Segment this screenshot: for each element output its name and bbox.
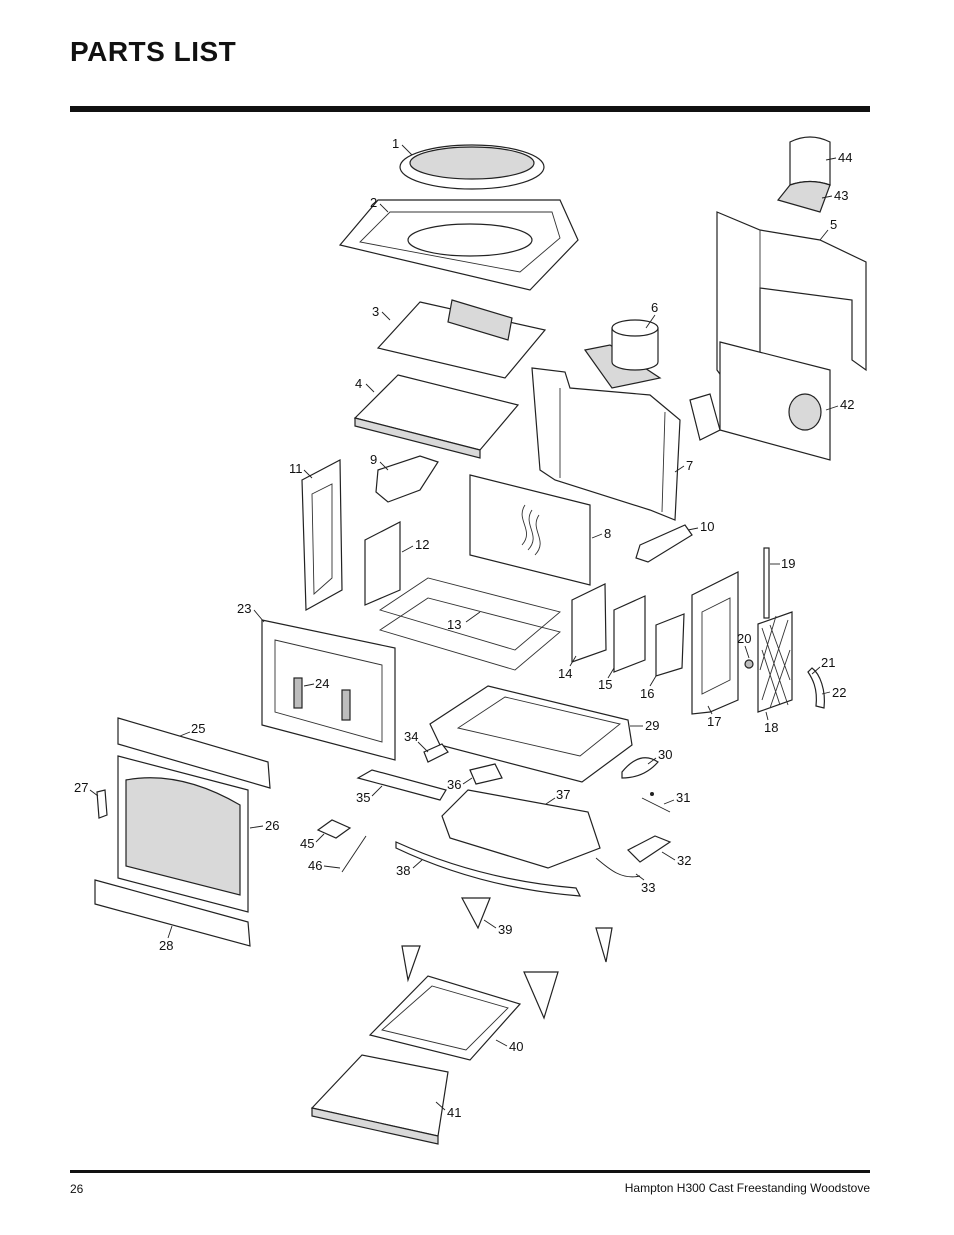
part-15-firebrick bbox=[613, 595, 646, 673]
callout-13: 13 bbox=[447, 617, 461, 632]
callout-20: 20 bbox=[737, 631, 751, 646]
part-16-glass-gasket bbox=[655, 613, 685, 677]
part-24-air-controls bbox=[293, 677, 351, 721]
part-12-side-firebrick bbox=[364, 521, 401, 606]
footer-rule bbox=[70, 1170, 870, 1173]
callout-8: 8 bbox=[604, 526, 611, 541]
callout-35: 35 bbox=[356, 790, 370, 805]
callout-31: 31 bbox=[676, 790, 690, 805]
part-45-bracket bbox=[316, 819, 352, 839]
header-rule bbox=[70, 106, 870, 112]
callout-39: 39 bbox=[498, 922, 512, 937]
callout-28: 28 bbox=[159, 938, 173, 953]
callout-44: 44 bbox=[838, 150, 852, 165]
part-1-top-cover bbox=[399, 144, 545, 190]
callout-46: 46 bbox=[308, 858, 322, 873]
part-32-bracket bbox=[626, 835, 672, 863]
callout-29: 29 bbox=[645, 718, 659, 733]
part-9-bracket bbox=[375, 455, 439, 503]
callout-16: 16 bbox=[640, 686, 654, 701]
callout-12: 12 bbox=[415, 537, 429, 552]
part-6-flue-collar bbox=[583, 319, 662, 389]
part-37-bottom bbox=[441, 789, 601, 869]
callout-30: 30 bbox=[658, 747, 672, 762]
callout-26: 26 bbox=[265, 818, 279, 833]
callout-14: 14 bbox=[558, 666, 572, 681]
callout-17: 17 bbox=[707, 714, 721, 729]
part-34-clip bbox=[423, 743, 449, 763]
callout-34: 34 bbox=[404, 729, 418, 744]
part-31-spring-clip bbox=[641, 792, 671, 813]
part-27-latch bbox=[96, 789, 108, 819]
callout-22: 22 bbox=[832, 685, 846, 700]
part-42-blower bbox=[689, 341, 831, 461]
callout-21: 21 bbox=[821, 655, 835, 670]
callout-40: 40 bbox=[509, 1039, 523, 1054]
part-8-rear-firebrick bbox=[469, 474, 591, 586]
part-11-side-panel bbox=[301, 459, 343, 612]
callout-27: 27 bbox=[74, 780, 88, 795]
page-number: 26 bbox=[70, 1182, 84, 1196]
part-36-plate bbox=[469, 763, 503, 785]
callout-labels: 1 2 3 4 5 6 7 8 9 10 11 12 13 14 15 16 1… bbox=[74, 136, 854, 1120]
callout-43: 43 bbox=[834, 188, 848, 203]
callout-2: 2 bbox=[370, 195, 377, 210]
part-22-handle bbox=[807, 667, 825, 709]
part-3-heat-shield bbox=[376, 299, 547, 379]
callout-9: 9 bbox=[370, 452, 377, 467]
callout-37: 37 bbox=[556, 787, 570, 802]
callout-18: 18 bbox=[764, 720, 778, 735]
part-17-side-door bbox=[691, 571, 739, 715]
callout-6: 6 bbox=[651, 300, 658, 315]
part-39-leg bbox=[401, 897, 613, 1020]
callout-32: 32 bbox=[677, 853, 691, 868]
part-44-adapter bbox=[776, 136, 831, 213]
part-29-hearth bbox=[429, 685, 633, 783]
callout-45: 45 bbox=[300, 836, 314, 851]
callout-5: 5 bbox=[830, 217, 837, 232]
callout-3: 3 bbox=[372, 304, 379, 319]
part-10-bracket bbox=[635, 524, 693, 563]
part-33-rod bbox=[595, 857, 641, 878]
part-7-back-plate bbox=[531, 367, 681, 521]
callout-4: 4 bbox=[355, 376, 362, 391]
callout-33: 33 bbox=[641, 880, 655, 895]
part-35-air-tube bbox=[356, 769, 447, 801]
part-26-door bbox=[117, 755, 249, 913]
part-28-bottom-trim bbox=[94, 879, 251, 947]
part-2-top-plate bbox=[338, 199, 579, 291]
page-title: PARTS LIST bbox=[70, 36, 237, 67]
part-38-front-rail bbox=[395, 841, 582, 897]
callout-23: 23 bbox=[237, 601, 251, 616]
callout-19: 19 bbox=[781, 556, 795, 571]
callout-11: 11 bbox=[289, 461, 303, 476]
callout-38: 38 bbox=[396, 863, 410, 878]
part-41-ash-pan bbox=[310, 1054, 449, 1145]
part-13-gasket bbox=[378, 577, 561, 671]
part-19-strip bbox=[763, 547, 770, 619]
callout-25: 25 bbox=[191, 721, 205, 736]
callout-36: 36 bbox=[447, 777, 461, 792]
part-23-front-frame bbox=[261, 619, 396, 761]
callout-41: 41 bbox=[447, 1105, 461, 1120]
callout-24: 24 bbox=[315, 676, 329, 691]
part-46-rod bbox=[341, 835, 367, 873]
callout-42: 42 bbox=[840, 397, 854, 412]
document-title: Hampton H300 Cast Freestanding Woodstove bbox=[624, 1181, 870, 1195]
part-4-baffle bbox=[353, 374, 520, 459]
callout-1: 1 bbox=[392, 136, 399, 151]
callout-10: 10 bbox=[700, 519, 714, 534]
part-18-grille bbox=[757, 611, 793, 713]
part-25-top-trim bbox=[117, 717, 271, 789]
part-20-knob bbox=[744, 659, 754, 669]
part-14-firebrick bbox=[571, 583, 607, 663]
part-40-housing bbox=[368, 975, 522, 1061]
callout-7: 7 bbox=[686, 458, 693, 473]
callout-15: 15 bbox=[598, 677, 612, 692]
